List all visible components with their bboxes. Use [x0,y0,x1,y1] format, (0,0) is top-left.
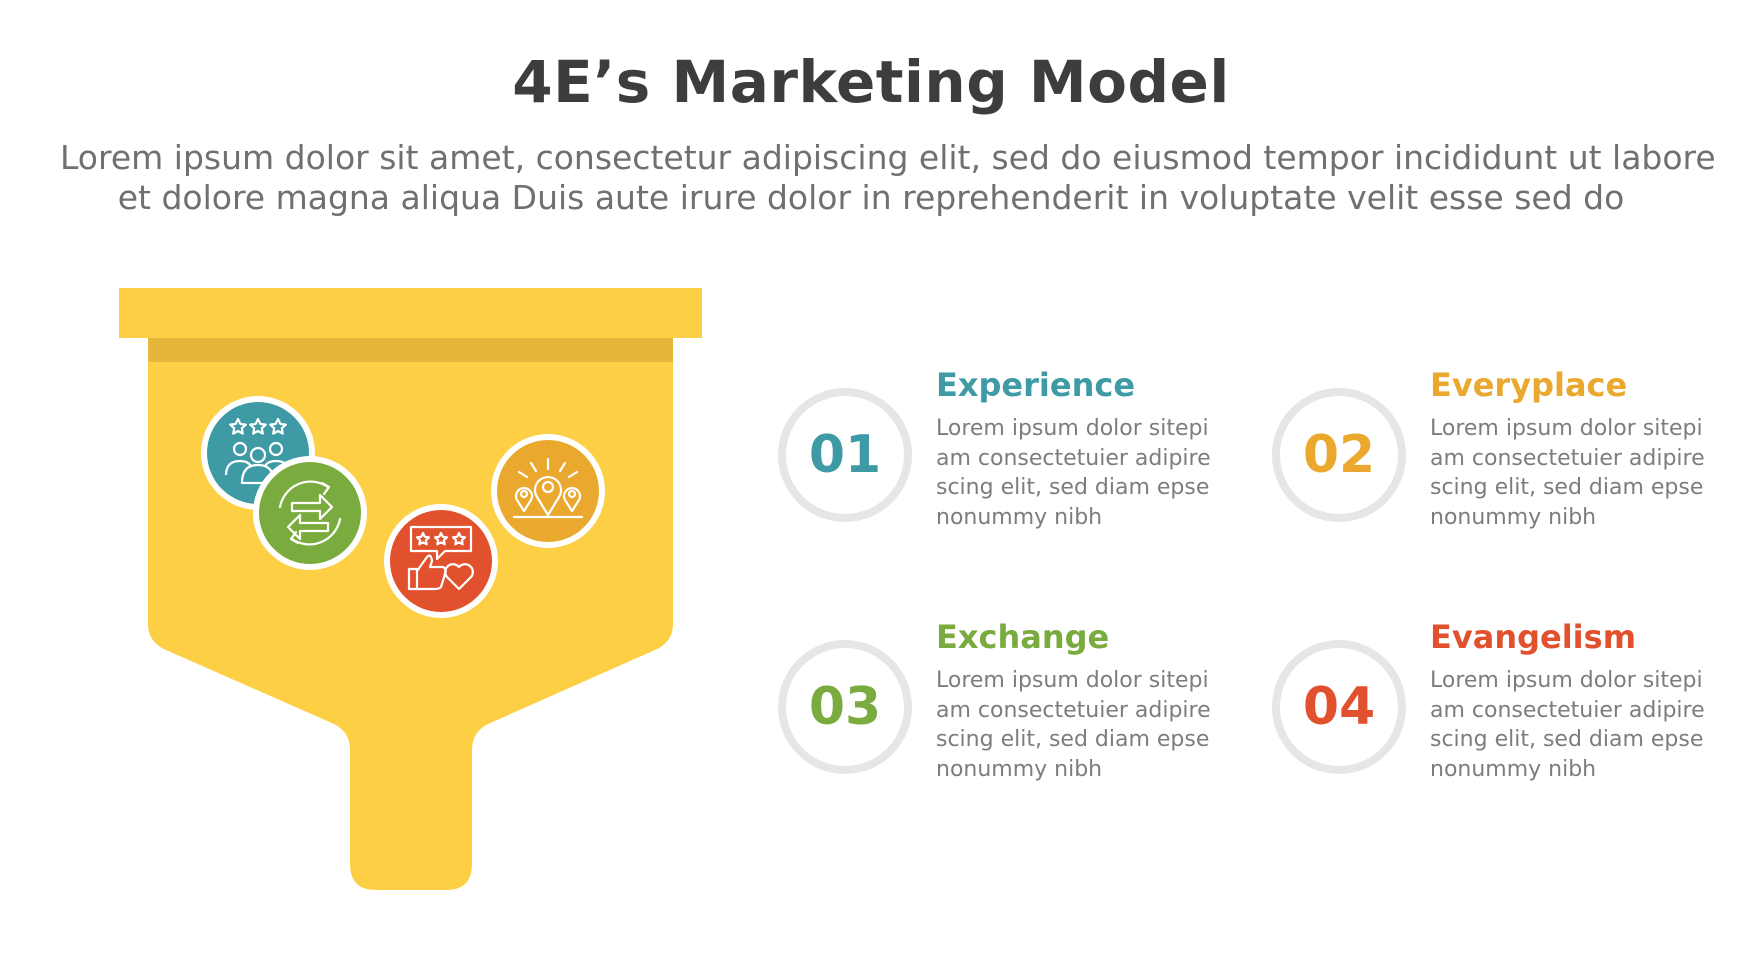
number-ring: 04 [1272,640,1406,774]
funnel-shadow-band [148,338,673,362]
number-ring: 01 [778,388,912,522]
item-heading: Everyplace [1430,366,1628,404]
description-line: nonummy nibh [1430,756,1597,782]
description-line: nonummy nibh [936,504,1103,530]
page-subtitle: Lorem ipsum dolor sit amet, consectetur … [60,138,1716,218]
number-ring: 02 [1272,388,1406,522]
item-evangelism: 04 Evangelism Lorem ipsum dolor sitepi a… [1272,618,1742,798]
description-line: scing elit, sed diam epse [936,727,1210,752]
item-everyplace: 02 Everyplace Lorem ipsum dolor sitepi a… [1272,366,1742,546]
page-title: 4E’s Marketing Model [512,48,1230,116]
item-number: 01 [808,425,882,485]
description-line: scing elit, sed diam epse [1430,727,1704,752]
item-description: Lorem ipsum dolor sitepi am consectetuie… [936,414,1211,532]
description-line: Lorem ipsum dolor sitepi [1430,668,1703,693]
description-line: am consectetuier adipire [1430,697,1705,723]
item-exchange: 03 Exchange Lorem ipsum dolor sitepi am … [778,618,1338,798]
item-heading: Exchange [936,618,1110,656]
item-heading: Evangelism [1430,618,1637,656]
item-description: Lorem ipsum dolor sitepi am consectetuie… [936,666,1211,784]
description-line: am consectetuier adipire [936,445,1211,471]
subtitle-line: Lorem ipsum dolor sit amet, consectetur … [60,138,1716,177]
number-ring: 03 [778,640,912,774]
description-line: am consectetuier adipire [1430,445,1705,471]
subtitle-line: et dolore magna aliqua Duis aute irure d… [117,178,1625,217]
location-pins-icon [491,434,605,548]
description-line: nonummy nibh [1430,504,1597,530]
description-line: Lorem ipsum dolor sitepi [936,416,1209,441]
description-line: scing elit, sed diam epse [936,475,1210,500]
item-number: 03 [808,677,882,737]
funnel-rim [119,288,702,338]
exchange-arrows-icon [253,456,367,570]
funnel-graphic [119,288,702,890]
item-experience: 01 Experience Lorem ipsum dolor sitepi a… [778,366,1338,546]
item-description: Lorem ipsum dolor sitepi am consectetuie… [1430,414,1705,532]
item-number: 04 [1302,677,1376,737]
item-heading: Experience [936,366,1136,404]
description-line: nonummy nibh [936,756,1103,782]
description-line: am consectetuier adipire [936,697,1211,723]
description-line: scing elit, sed diam epse [1430,475,1704,500]
description-line: Lorem ipsum dolor sitepi [936,668,1209,693]
review-like-icon [384,504,498,618]
item-number: 02 [1302,425,1376,485]
description-line: Lorem ipsum dolor sitepi [1430,416,1703,441]
item-description: Lorem ipsum dolor sitepi am consectetuie… [1430,666,1705,784]
